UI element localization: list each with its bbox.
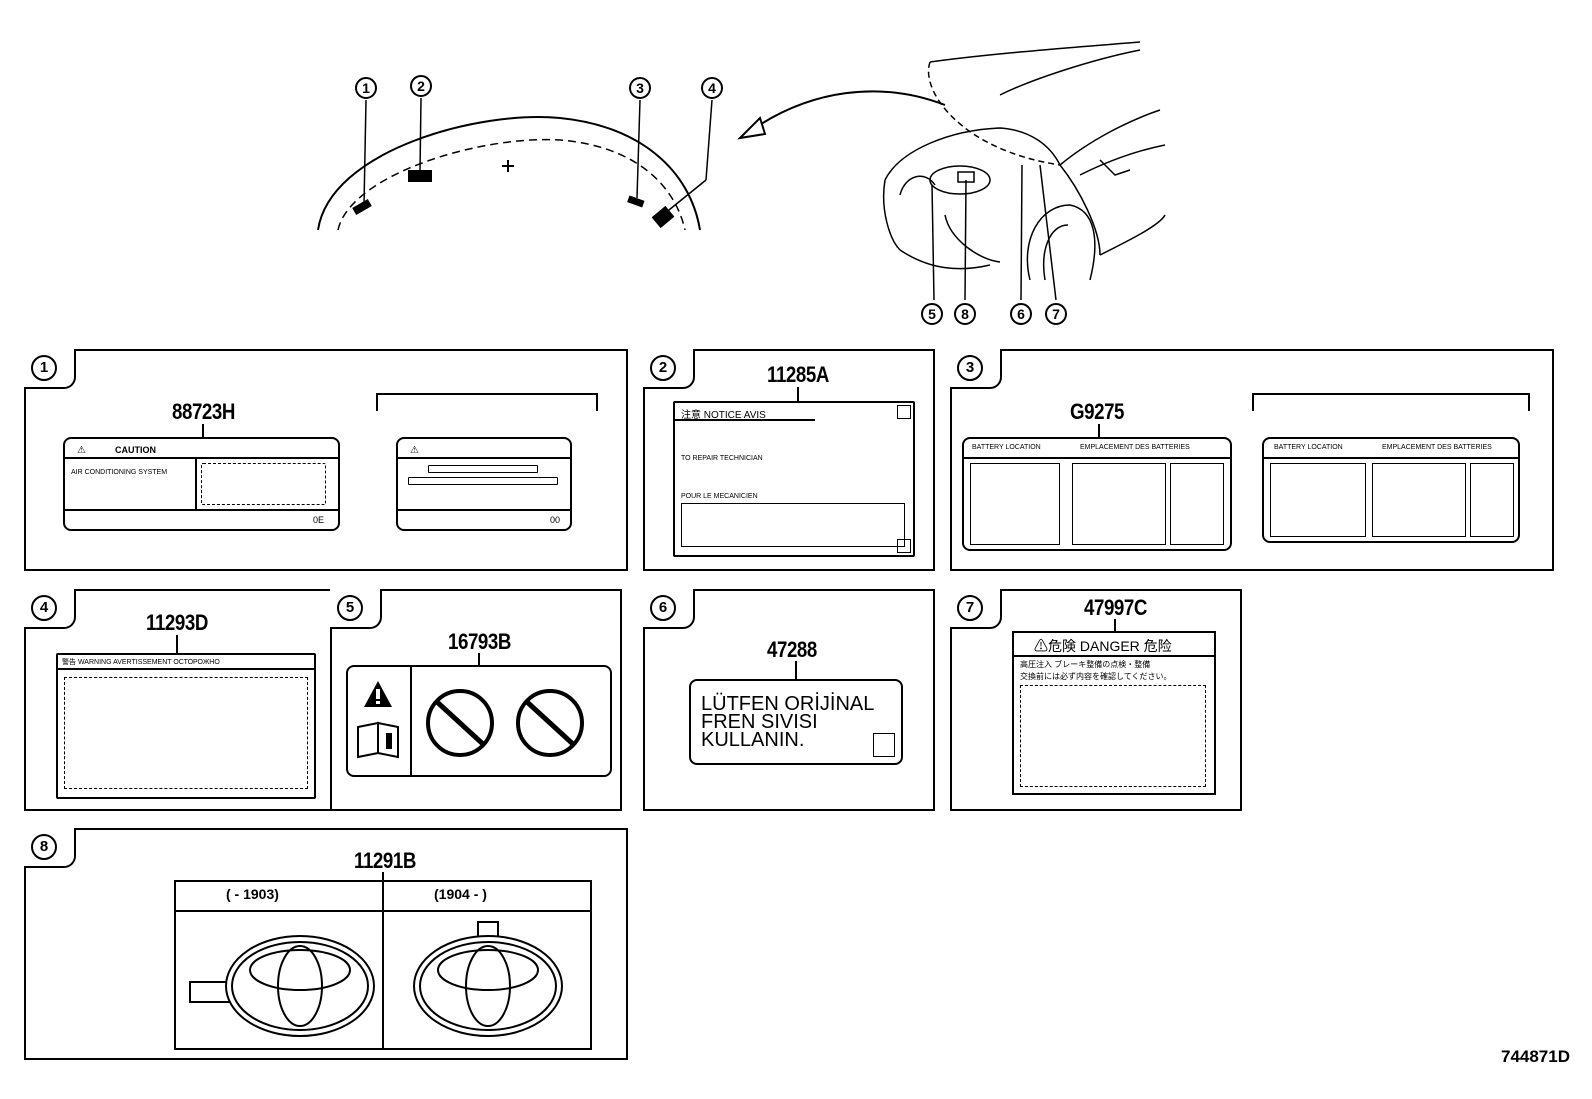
label-g9275-b: BATTERY LOCATION EMPLACEMENT DES BATTERI… — [1262, 437, 1520, 543]
callout-7: 7 — [1045, 303, 1067, 325]
label-11291b-table: ( - 1903) (1904 - ) — [174, 880, 592, 1050]
callout-2: 2 — [410, 75, 432, 97]
label-88723h-b: ⚠ 00 — [396, 437, 572, 531]
panel-3: 3 G9275 BATTERY LOCATION EMPLACEMENT DES… — [950, 349, 1554, 571]
callout-6: 6 — [1010, 303, 1032, 325]
label-47997c: ⚠危険 DANGER 危险 高圧注入 ブレーキ整備の点検・整備 交換前には必ず内… — [1012, 631, 1216, 795]
no-spray-icon — [426, 689, 584, 757]
callout-8: 8 — [954, 303, 976, 325]
callout-4: 4 — [701, 77, 723, 99]
label-88723h-a: ⚠ CAUTION AIR CONDITIONING SYSTEM 0E — [63, 437, 340, 531]
part-number: 47288 — [767, 637, 817, 662]
callout-5: 5 — [921, 303, 943, 325]
warning-manual-icon — [357, 681, 399, 759]
panel-8: 8 11291B ( - 1903) (1904 - ) — [24, 828, 628, 1060]
toyota-emblem-icon — [189, 921, 563, 1037]
part-number: 11291B — [354, 848, 416, 873]
label-11285a: 注意 NOTICE AVIS TO REPAIR TECHNICIAN POUR… — [673, 401, 915, 557]
panel-1: 1 88723H ⚠ CAUTION AIR CONDITIONING SYST… — [24, 349, 628, 571]
part-number: 11293D — [146, 610, 208, 635]
panel-5: 5 16793B — [330, 589, 622, 811]
label-16793b — [346, 665, 612, 777]
part-number: 88723H — [172, 399, 235, 424]
part-number: 11285A — [767, 362, 829, 387]
panel-4: 4 11293D 警告 WARNING AVERTISSEMENT ОСТОРО… — [24, 589, 344, 811]
panel-tab: 5 — [330, 589, 382, 629]
panel-tab: 6 — [643, 589, 695, 629]
panel-tab: 3 — [950, 349, 1002, 389]
panel-6: 6 47288 LÜTFEN ORİJİNAL FREN SIVISI KULL… — [643, 589, 935, 811]
panel-tab: 2 — [643, 349, 695, 389]
label-47288: LÜTFEN ORİJİNAL FREN SIVISI KULLANIN. — [689, 679, 903, 765]
part-number: G9275 — [1070, 399, 1125, 424]
panel-tab: 1 — [24, 349, 76, 389]
panel-7: 7 47997C ⚠危険 DANGER 危险 高圧注入 ブレーキ整備の点検・整備… — [950, 589, 1242, 811]
panel-tab: 7 — [950, 589, 1002, 629]
callout-3: 3 — [629, 77, 651, 99]
panel-tab: 8 — [24, 828, 76, 868]
document-id: 744871D — [1500, 1047, 1570, 1066]
panel-tab: 4 — [24, 589, 76, 629]
callout-1: 1 — [355, 77, 377, 99]
label-g9275-a: BATTERY LOCATION EMPLACEMENT DES BATTERI… — [962, 437, 1232, 551]
part-number: 16793B — [448, 629, 511, 654]
part-number: 47997C — [1084, 595, 1147, 620]
label-11293d: 警告 WARNING AVERTISSEMENT ОСТОРОЖНО — [56, 653, 316, 799]
panel-2: 2 11285A 注意 NOTICE AVIS TO REPAIR TECHNI… — [643, 349, 935, 571]
